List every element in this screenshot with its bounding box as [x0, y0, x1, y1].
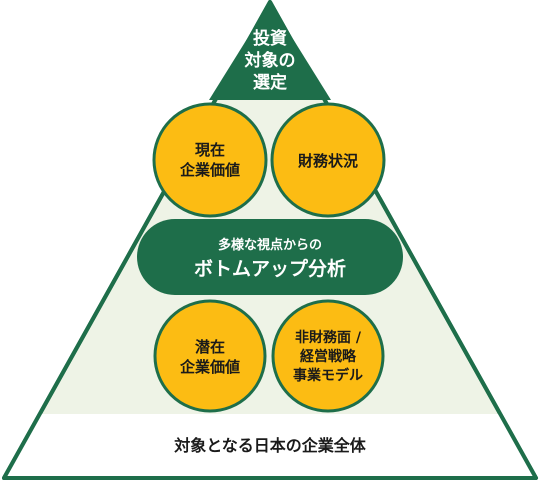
- financial-status-line-1: 財務状況: [297, 152, 358, 170]
- current-value-line-1: 現在: [195, 141, 225, 159]
- pyramid-apex: [209, 2, 331, 100]
- potential-value-line-1: 潜在: [195, 338, 225, 356]
- apex-label-line-3: 選定: [253, 72, 287, 93]
- center-band-title: ボトムアップ分析: [194, 257, 346, 280]
- non-financial-line-1: 非財務面 /: [295, 329, 362, 346]
- center-band-subtitle: 多様な視点からの: [218, 237, 322, 253]
- circle-financial-status: [270, 102, 386, 218]
- circle-non-financial: [271, 299, 385, 413]
- non-financial-line-2: 経営戦略: [300, 348, 357, 365]
- pyramid-base-band: [6, 414, 534, 476]
- non-financial-line-3: 事業モデル: [293, 367, 363, 384]
- apex-label-line-2: 対象の: [244, 50, 296, 71]
- circle-potential-value: [153, 299, 267, 413]
- center-band: [137, 219, 403, 295]
- base-label: 対象となる日本の企業全体: [173, 436, 367, 455]
- potential-value-line-2: 企業価値: [179, 358, 240, 376]
- circle-current-value: [152, 102, 268, 218]
- current-value-line-2: 企業価値: [179, 161, 240, 179]
- apex-label-line-1: 投資: [253, 28, 287, 49]
